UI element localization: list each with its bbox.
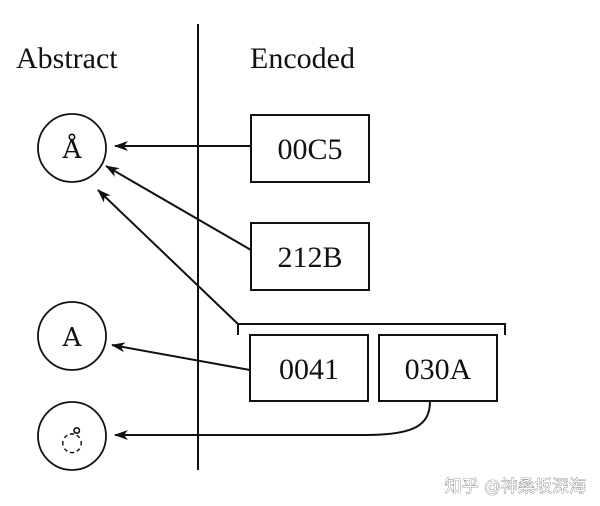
abstract-ring-glyph: ◌̊ (61, 427, 84, 457)
arrow-212b-to-a-ring (105, 165, 252, 251)
sequence-bracket (237, 323, 506, 335)
encoded-heading: Encoded (250, 42, 355, 75)
abstract-a-ring-glyph: Å (62, 133, 83, 165)
zhihu-watermark: 知乎 @神桑坂深海 (445, 477, 586, 497)
arrow-030a-to-ring (114, 400, 431, 440)
code-0041-node: 0041 (249, 334, 369, 402)
abstract-a-glyph: A (62, 323, 83, 353)
code-00c5-node: 00C5 (250, 114, 370, 183)
code-030a-node: 030A (378, 334, 498, 402)
code-0041-label: 0041 (279, 353, 339, 386)
abstract-a-node: A (37, 301, 107, 371)
arrow-0041-to-a (111, 342, 251, 371)
code-030a-label: 030A (405, 353, 472, 386)
code-212b-label: 212B (277, 241, 342, 274)
code-00c5-box (250, 114, 370, 183)
code-212b-node: 212B (250, 222, 370, 291)
abstract-ring-node: ◌̊ (37, 401, 107, 471)
code-212b-box (250, 222, 370, 291)
abstract-a-ring-node: Å (37, 113, 107, 183)
arrow-sequence-to-a-ring (97, 189, 239, 325)
abstract-ring-circle (37, 401, 107, 471)
code-00c5-label: 00C5 (277, 133, 342, 166)
code-0041-box (249, 334, 369, 402)
code-030a-box (378, 334, 498, 402)
abstract-heading: Abstract (16, 42, 118, 75)
abstract-a-ring-circle (37, 113, 107, 183)
abstract-a-circle (37, 301, 107, 371)
